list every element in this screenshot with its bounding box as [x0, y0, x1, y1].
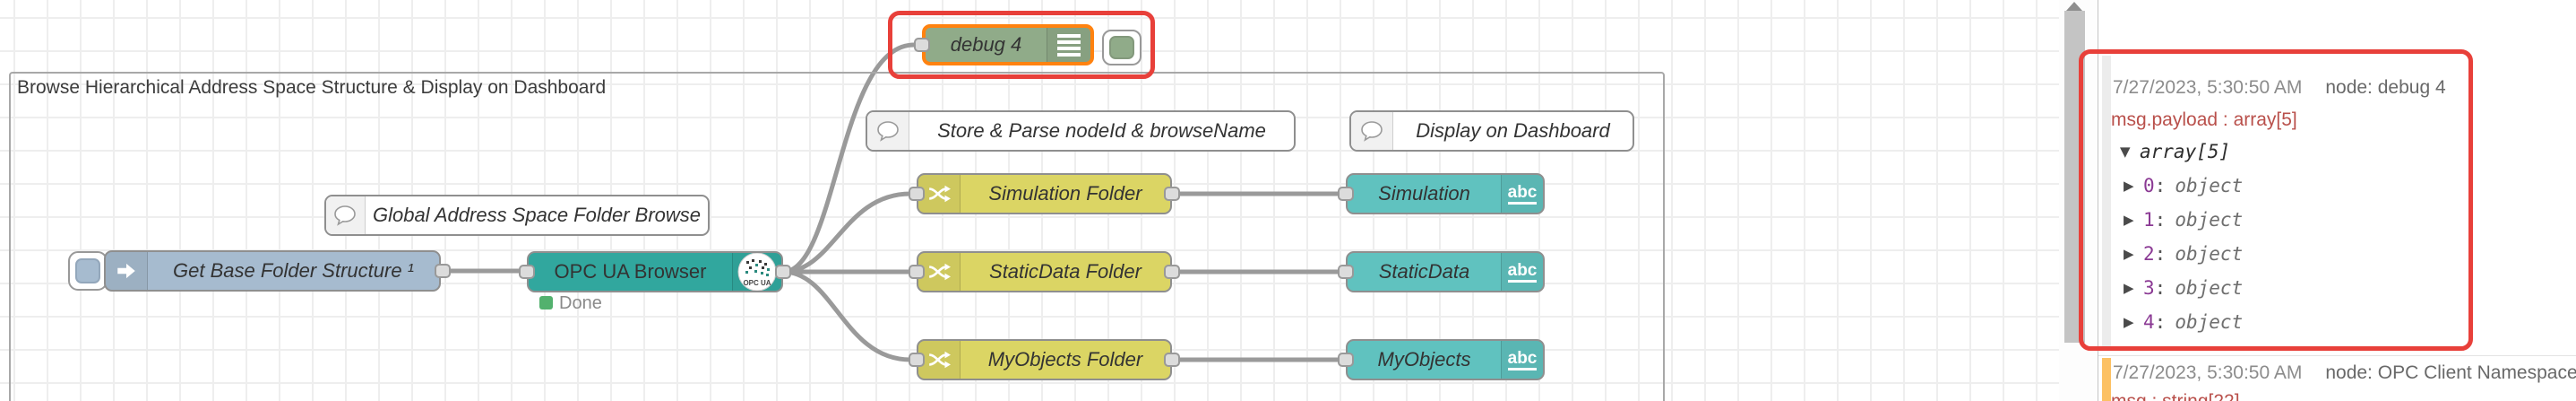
switch-icon [918, 175, 961, 213]
debug-message-accent-bar [2102, 358, 2111, 401]
switch-input-port[interactable] [909, 353, 925, 367]
debug-message-property: msg.payload : array[5] [2111, 109, 2297, 130]
dashboard-text-node-simulation[interactable]: Simulation abc [1346, 173, 1545, 214]
inject-arrow-icon [106, 252, 148, 290]
wire-browser-to-myobjects-folder[interactable] [780, 269, 913, 362]
switch-icon [918, 341, 961, 379]
debug-message-accent-bar [2102, 56, 2111, 348]
switch-node-staticdata-folder[interactable]: StaticData Folder [917, 251, 1172, 292]
expand-icon: ▶ [2124, 280, 2134, 296]
message-separator [2098, 355, 2576, 356]
inject-output-port[interactable] [435, 264, 451, 278]
inject-node-label: Get Base Folder Structure ¹ [173, 259, 414, 282]
opcua-browser-node[interactable]: OPC UA Browser OPC UA [527, 251, 783, 292]
wire-browser-to-debug[interactable] [780, 42, 917, 275]
tree-item-row[interactable]: ▶ 1:object [2124, 209, 2244, 231]
opcua-logo-icon: OPC UA [732, 253, 781, 291]
expand-icon: ▶ [2124, 178, 2134, 194]
comment-icon [867, 112, 909, 150]
wire-browser-to-simulation-folder[interactable] [780, 191, 913, 275]
text-node-label: MyObjects [1377, 348, 1471, 370]
switch-node-label: StaticData Folder [989, 260, 1142, 283]
switch-node-label: MyObjects Folder [987, 348, 1143, 370]
comment-label: Display on Dashboard [1416, 119, 1610, 142]
opcua-browser-input-port[interactable] [519, 265, 535, 279]
switch-input-port[interactable] [909, 265, 925, 279]
flow-canvas: Browse Hierarchical Address Space Struct… [0, 0, 2059, 401]
tree-root-row[interactable]: ▼ array[5] [2098, 135, 2564, 169]
expand-icon: ▶ [2124, 246, 2134, 262]
comment-label: Global Address Space Folder Browse [372, 204, 701, 226]
comment-icon [1351, 112, 1393, 150]
tree-item-row[interactable]: ▶ 3:object [2124, 277, 2244, 299]
switch-node-simulation-folder[interactable]: Simulation Folder [917, 173, 1172, 214]
debug-message-property: msg : string[22] [2111, 391, 2240, 401]
debug-list-icon [1047, 28, 1090, 62]
comment-label: Store & Parse nodeId & browseName [937, 119, 1266, 142]
text-node-label: StaticData [1378, 260, 1470, 283]
tree-item-row[interactable]: ▶ 0:object [2124, 175, 2244, 196]
text-node-label: Simulation [1378, 182, 1470, 205]
dashboard-text-node-staticdata[interactable]: StaticData abc [1346, 251, 1545, 292]
scrollbar-up-arrow-icon[interactable] [2066, 2, 2082, 11]
debug-message-timestamp: 7/27/2023, 5:30:50 AM [2113, 362, 2303, 383]
abc-icon: abc [1501, 253, 1543, 291]
abc-icon: abc [1501, 341, 1543, 379]
switch-input-port[interactable] [909, 187, 925, 201]
abc-icon: abc [1501, 175, 1543, 213]
payload-tree: ▼ array[5] ▶ 0:object ▶ 1:object ▶ 2:obj… [2098, 135, 2564, 339]
tree-item-row[interactable]: ▶ 2:object [2124, 243, 2244, 265]
switch-output-port[interactable] [1164, 187, 1180, 201]
comment-icon [326, 196, 366, 234]
expand-icon: ▶ [2124, 314, 2134, 330]
debug-enable-toggle[interactable] [1109, 36, 1134, 59]
collapse-icon: ▼ [2120, 144, 2131, 160]
node-status-text: Done [559, 293, 602, 313]
group-label: Browse Hierarchical Address Space Struct… [17, 77, 607, 98]
switch-output-port[interactable] [1164, 353, 1180, 367]
comment-node-global-browse[interactable]: Global Address Space Folder Browse [324, 195, 710, 236]
tree-root-label: array[5] [2140, 141, 2231, 162]
debug-node-label: debug 4 [950, 33, 1022, 56]
opcua-browser-output-port[interactable] [775, 265, 791, 279]
expand-icon: ▶ [2124, 212, 2134, 228]
text-input-port[interactable] [1338, 265, 1354, 279]
dashboard-text-node-myobjects[interactable]: MyObjects abc [1346, 339, 1545, 380]
inject-node[interactable]: Get Base Folder Structure ¹ [104, 250, 441, 292]
debug-message-timestamp: 7/27/2023, 5:30:50 AM [2113, 77, 2303, 98]
debug-message-meta: 7/27/2023, 5:30:50 AM node: OPC Client Na… [2113, 362, 2576, 384]
text-input-port[interactable] [1338, 353, 1354, 367]
tree-item-row[interactable]: ▶ 4:object [2124, 311, 2244, 333]
annotation-box-debug-output [2079, 49, 2473, 351]
node-status-dot [539, 296, 553, 309]
comment-node-store-parse[interactable]: Store & Parse nodeId & browseName [866, 110, 1296, 152]
svg-text:OPC UA: OPC UA [743, 279, 771, 287]
debug-message-meta: 7/27/2023, 5:30:50 AM node: debug 4 [2113, 77, 2446, 99]
debug-message-node: node: debug 4 [2325, 77, 2446, 98]
debug-node[interactable]: debug 4 [922, 24, 1094, 65]
switch-output-port[interactable] [1164, 265, 1180, 279]
wire-layer [440, 42, 1343, 362]
text-input-port[interactable] [1338, 187, 1354, 201]
debug-sidebar: 7/27/2023, 5:30:50 AM node: debug 4 msg.p… [2098, 0, 2576, 401]
inject-trigger-button[interactable] [75, 258, 100, 283]
switch-node-label: Simulation Folder [988, 182, 1142, 205]
debug-message-node: node: OPC Client Namespace Brow [2325, 362, 2576, 383]
switch-icon [918, 253, 961, 291]
debug-input-port[interactable] [914, 38, 930, 52]
annotation-box-debug-node [888, 11, 1155, 79]
flow-group[interactable]: Browse Hierarchical Address Space Struct… [9, 72, 1665, 401]
switch-node-myobjects-folder[interactable]: MyObjects Folder [917, 339, 1172, 380]
comment-node-display-dashboard[interactable]: Display on Dashboard [1349, 110, 1634, 152]
opcua-browser-label: OPC UA Browser [554, 260, 707, 283]
